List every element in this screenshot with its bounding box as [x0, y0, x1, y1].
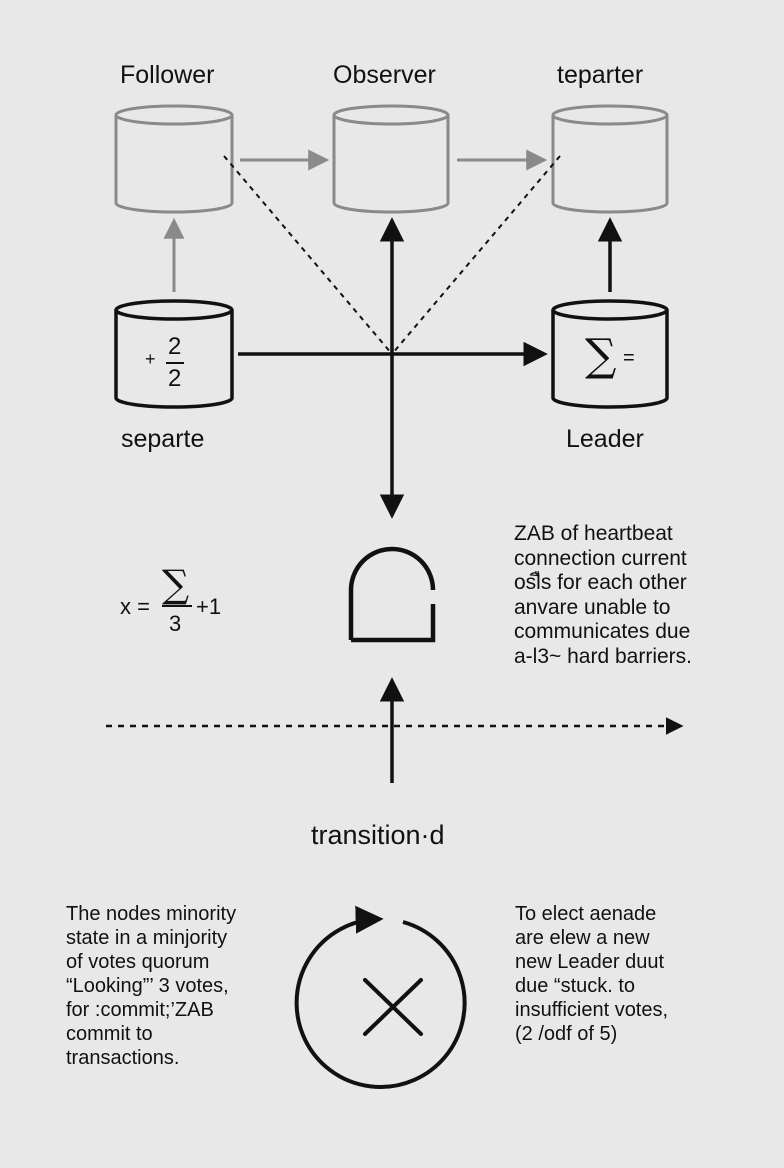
- quorum-formula-sigma: ∑: [162, 562, 190, 606]
- observer-node: [332, 104, 450, 214]
- note-line: To elect aenade: [515, 903, 657, 925]
- note-line: transactions.: [66, 1047, 180, 1069]
- note-line: new Leader duut: [515, 951, 665, 973]
- note-line: of votes quorum: [66, 951, 210, 973]
- note-line: state in a minjority: [66, 927, 228, 949]
- note-line: (2 /odf of 5): [515, 1023, 618, 1045]
- cycle-arrow: [294, 905, 467, 1089]
- note-line: oslืs for each other: [514, 571, 687, 594]
- minority-note: The nodes minority state in a minjority …: [66, 902, 236, 1070]
- leader-node: [551, 299, 669, 409]
- leader-label: Leader: [566, 425, 644, 453]
- transition-label: transition·d: [311, 820, 445, 850]
- note-line: are elew a new: [515, 927, 650, 949]
- note-line: anvare unable to: [514, 595, 671, 619]
- quorum-formula-denominator: 3: [169, 611, 182, 636]
- gate-symbol: [348, 546, 436, 643]
- separter-formula-top: 2: [168, 333, 182, 360]
- teparter-label: teparter: [557, 61, 644, 89]
- note-line: communicates due: [514, 620, 691, 643]
- election-note: To elect aenade are elew a new new Leade…: [515, 902, 668, 1046]
- separter-formula: + 2 2: [145, 333, 205, 393]
- leader-suffix: =: [623, 347, 635, 369]
- quorum-formula-rhs: +1: [196, 594, 222, 619]
- cross-icon: [363, 978, 423, 1036]
- separter-label: separte: [121, 425, 205, 453]
- note-line: commit to: [66, 1023, 153, 1045]
- observer-label: Observer: [333, 61, 436, 89]
- dashed-diagonal-left: [223, 155, 393, 355]
- note-line: connection current: [514, 546, 687, 570]
- quorum-formula: x = ∑ 3 +1: [120, 562, 240, 642]
- teparter-node: [551, 104, 669, 214]
- note-line: ZAB of heartbeat: [514, 522, 673, 545]
- note-line: for :commit;’ZAB: [66, 999, 214, 1021]
- separter-formula-bottom: 2: [168, 365, 182, 392]
- note-line: a-l3~ hard barriers.: [514, 644, 692, 668]
- separter-formula-prefix: +: [145, 349, 156, 369]
- heartbeat-note: ZAB of heartbeat connection current oslื…: [514, 522, 692, 669]
- leader-sigma: ∑: [585, 330, 617, 381]
- follower-node: [114, 104, 234, 214]
- quorum-formula-bar: [162, 605, 192, 607]
- quorum-formula-lhs: x =: [120, 594, 150, 619]
- leader-formula: ∑ =: [585, 330, 655, 390]
- note-line: “Looking”’ 3 votes,: [66, 975, 229, 997]
- note-line: The nodes minority: [66, 903, 237, 925]
- separter-formula-bar: [166, 362, 184, 364]
- dashed-diagonal-right: [391, 155, 561, 355]
- note-line: due “stuck. to: [515, 975, 636, 997]
- separter-node: [114, 299, 234, 409]
- follower-label: Follower: [120, 61, 215, 89]
- note-line: insufficient votes,: [515, 999, 669, 1021]
